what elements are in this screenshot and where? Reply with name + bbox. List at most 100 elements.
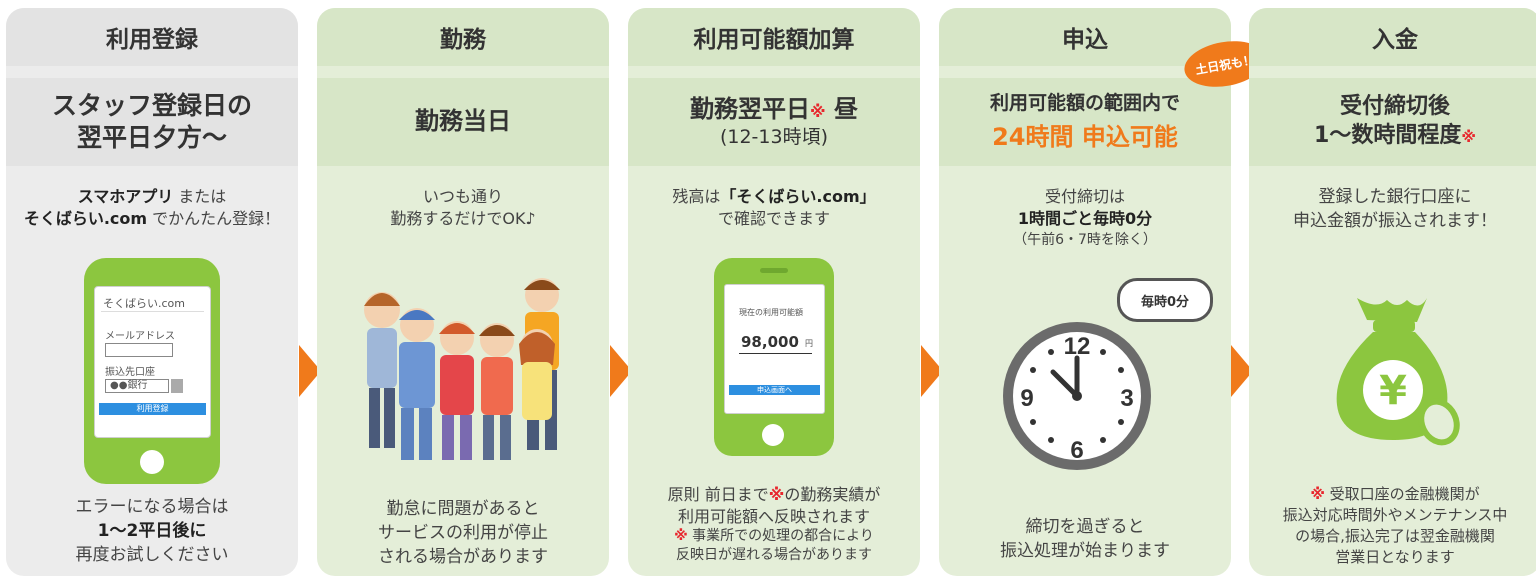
- desc-text: 残高は: [672, 187, 721, 206]
- foot-line: される場合があります: [378, 546, 548, 567]
- screen-balance-label: 現在の利用可能額: [739, 308, 803, 317]
- foot-line: 勤怠に問題があると: [386, 499, 540, 519]
- screen-balance-amount: 98,000: [741, 333, 799, 351]
- step-description: スマホアプリ または そくばらい.com でかんたん登録！: [6, 186, 298, 231]
- foot-line-bold: 1～2平日後に: [97, 520, 207, 541]
- timing-line: 利用可能額の範囲内で: [989, 92, 1180, 115]
- phone-home-button: [762, 424, 784, 446]
- step-work: 勤務 勤務当日 いつも通り 勤務するだけでOK♪: [317, 8, 609, 576]
- step-footnote: 勤怠に問題があると サービスの利用が停止 される場合があります: [317, 498, 609, 569]
- worker-2-icon: [399, 308, 435, 460]
- timing-sub: (12-13時頃): [719, 126, 829, 149]
- desc-line: 申込金額が振込されます！: [1293, 210, 1497, 231]
- desc-line: 勤務するだけでOK♪: [390, 209, 536, 229]
- note-mark: ※: [810, 102, 826, 122]
- step-description: いつも通り 勤務するだけでOK♪: [317, 186, 609, 231]
- select-arrow-icon: [171, 379, 183, 393]
- timing-tail: 昼: [825, 95, 858, 124]
- phone-speaker: [760, 268, 788, 273]
- phone-screen: 現在の利用可能額 98,000 円 申込画面へ: [724, 284, 825, 414]
- step-header: 申込: [939, 8, 1231, 66]
- foot-note: 事業所での処理の都合により: [687, 528, 874, 545]
- step-deposit: 入金 受付締切後 1～数時間程度※ 登録した銀行口座に 申込金額が振込されます！…: [1249, 8, 1536, 576]
- step-description: 受付締切は 1時間ごと毎時0分 （午前6・7時を除く）: [939, 186, 1231, 250]
- step-header: 入金: [1249, 8, 1536, 66]
- step-footnote: 締切を過ぎると 振込処理が始まります: [939, 516, 1231, 564]
- foot-line: 振込対応時間外やメンテナンス中: [1282, 506, 1508, 524]
- desc-line: 登録した銀行口座に: [1318, 187, 1472, 207]
- foot-line: サービスの利用が停止: [378, 522, 548, 543]
- step-timing: スタッフ登録日の 翌平日夕方～: [6, 78, 298, 166]
- step-footnote: 原則 前日まで※の勤務実績が 利用可能額へ反映されます ※ 事業所での処理の都合…: [628, 484, 920, 565]
- phone-screen: そくばらい.com メールアドレス 振込先口座 ●●銀行 利用登録: [94, 286, 211, 438]
- screen-bank-label: 振込先口座: [105, 367, 155, 378]
- step-header: 利用登録: [6, 8, 298, 66]
- step-footnote: ※ 受取口座の金融機関が 振込対応時間外やメンテナンス中 の場合,振込完了は翌金…: [1249, 484, 1536, 568]
- foot-text: の勤務実績が: [784, 485, 881, 504]
- step-timing: 勤務翌平日※ 昼 (12-13時頃): [628, 78, 920, 166]
- step-description: 登録した銀行口座に 申込金額が振込されます！: [1249, 186, 1536, 234]
- desc-line: 受付締切は: [1044, 187, 1125, 206]
- worker-4-icon: [479, 323, 515, 460]
- phone-home-button: [140, 450, 164, 474]
- phone-illustration: そくばらい.com メールアドレス 振込先口座 ●●銀行 利用登録: [84, 258, 220, 484]
- clock-3: 3: [1120, 385, 1133, 412]
- desc-line: いつも通り: [422, 187, 503, 206]
- step-header: 利用可能額加算: [628, 8, 920, 66]
- divider: [101, 311, 204, 312]
- site-name: 「そくばらい.com」: [720, 187, 876, 206]
- step-timing: 利用可能額の範囲内で 24時間 申込可能: [939, 78, 1231, 166]
- money-bag-icon: ¥: [1336, 298, 1460, 446]
- worker-1-icon: [364, 292, 400, 448]
- timing-line: 翌平日夕方～: [76, 123, 227, 152]
- step-header: 勤務: [317, 8, 609, 66]
- yen-symbol: ¥: [1379, 368, 1407, 414]
- screen-apply-button: 申込画面へ: [729, 385, 820, 395]
- site-name: そくばらい.com: [23, 209, 148, 229]
- clock-9: 9: [1020, 385, 1033, 412]
- workers-illustration: [364, 278, 560, 460]
- foot-line: の場合,振込完了は翌金融機関: [1295, 527, 1495, 545]
- screen-register-button: 利用登録: [99, 403, 206, 415]
- flow-arrow-icon: [1231, 345, 1253, 397]
- step-registration: 利用登録 スタッフ登録日の 翌平日夕方～ スマホアプリ または そくばらい.co…: [6, 8, 298, 576]
- desc-line-bold: 1時間ごと毎時0分: [1017, 209, 1153, 229]
- flow-arrow-icon: [921, 345, 943, 397]
- note-mark: ※: [768, 485, 785, 504]
- desc-line: （午前6・7時を除く）: [1013, 231, 1157, 248]
- desc-line: で確認できます: [717, 209, 830, 229]
- step-description: 残高は「そくばらい.com」 で確認できます: [628, 186, 920, 231]
- timing-main: 勤務翌平日: [690, 95, 811, 124]
- app-name: スマホアプリ: [77, 187, 174, 206]
- phone-illustration: 現在の利用可能額 98,000 円 申込画面へ: [714, 258, 834, 456]
- foot-line: エラーになる場合は: [75, 497, 229, 517]
- flow-arrow-icon: [610, 345, 632, 397]
- note-mark: ※: [1461, 128, 1476, 146]
- worker-6-icon: [519, 329, 555, 420]
- foot-text: 原則 前日まで: [667, 485, 769, 504]
- divider: [739, 353, 812, 354]
- timing-line: スタッフ登録日の: [51, 90, 252, 120]
- note-mark: ※: [1310, 485, 1325, 503]
- clock-6: 6: [1070, 437, 1083, 464]
- screen-email-label: メールアドレス: [105, 331, 175, 342]
- note-mark: ※: [674, 528, 688, 545]
- step-timing: 受付締切後 1～数時間程度※: [1249, 78, 1536, 166]
- step-timing: 勤務当日: [317, 78, 609, 166]
- step-credit: 利用可能額加算 勤務翌平日※ 昼 (12-13時頃) 残高は「そくばらい.com…: [628, 8, 920, 576]
- step-footnote: エラーになる場合は 1～2平日後に 再度お試しください: [6, 496, 298, 567]
- timing-line: 1～数時間程度: [1314, 123, 1462, 148]
- deadline-bubble: 毎時0分: [1117, 278, 1213, 322]
- flow-arrow-icon: [299, 345, 321, 397]
- timing-highlight: 24時間 申込可能: [992, 122, 1178, 151]
- foot-line: 営業日となります: [1335, 548, 1455, 566]
- worker-3-icon: [439, 321, 475, 460]
- clock-icon: 12 3 6 9: [1003, 322, 1151, 470]
- screen-email-input: [105, 343, 173, 357]
- foot-line: 受取口座の金融機関が: [1324, 485, 1480, 503]
- foot-line: 締切を過ぎると: [1025, 517, 1145, 537]
- timing-line: 受付締切後: [1339, 94, 1450, 120]
- desc-text: でかんたん登録！: [147, 209, 281, 229]
- screen-bank-select: ●●銀行: [105, 379, 169, 393]
- foot-line: 振込処理が始まります: [1000, 540, 1170, 561]
